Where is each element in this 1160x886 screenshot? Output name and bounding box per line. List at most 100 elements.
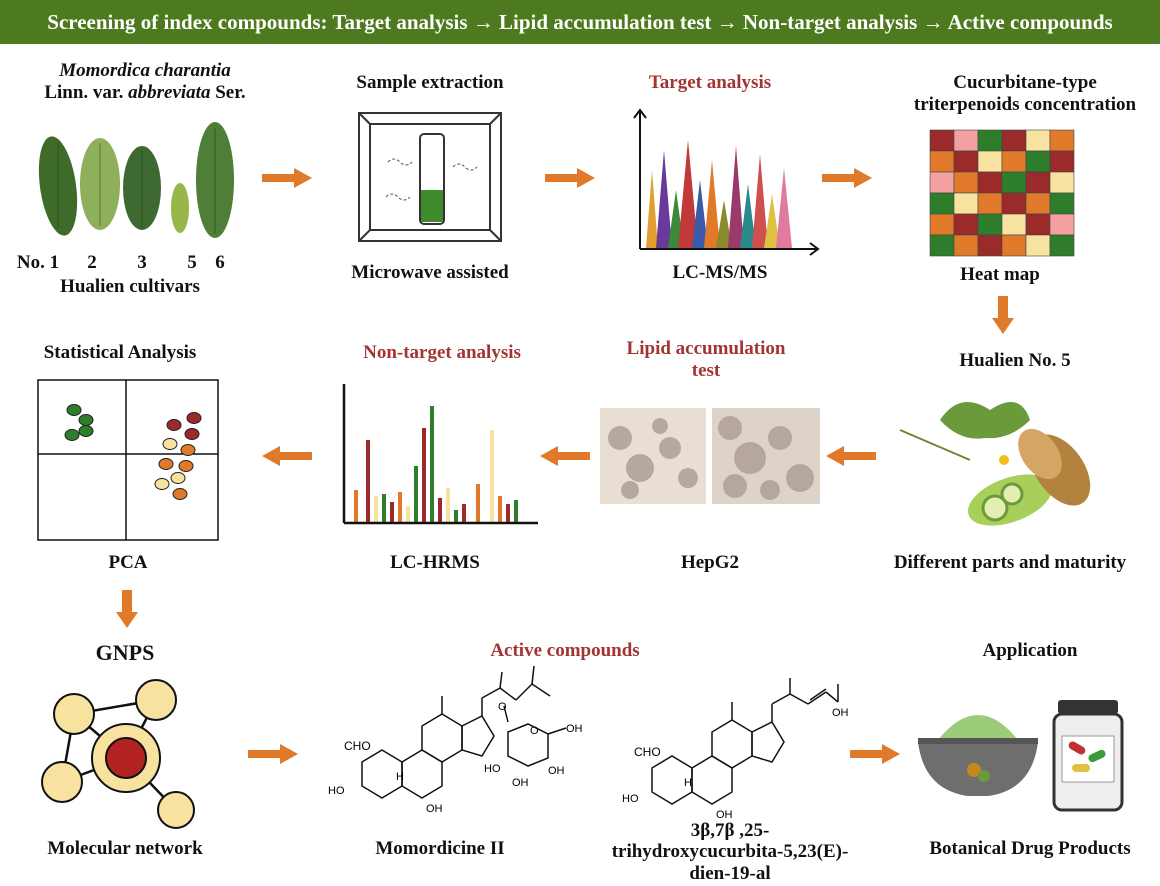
application-caption: Botanical Drug Products bbox=[929, 838, 1131, 859]
heatmap-cell bbox=[1001, 213, 1027, 236]
hualien5-title: Hualien No. 5 bbox=[959, 350, 1071, 371]
heatmap-cell bbox=[929, 129, 955, 152]
heatmap-cell bbox=[1025, 192, 1051, 215]
momordicine-ii-structure: CHO H HO OH O O OH HO OH OH bbox=[328, 665, 583, 815]
heatmap-cell bbox=[929, 213, 955, 236]
heatmap-cell bbox=[977, 192, 1003, 215]
hepg2-cell-images bbox=[600, 408, 820, 504]
heatmap-caption: Heat map bbox=[960, 264, 1040, 285]
heatmap-cell bbox=[1001, 234, 1027, 257]
gnps-title: GNPS bbox=[95, 640, 155, 665]
heatmap-cell bbox=[977, 234, 1003, 257]
arrow-right-icon bbox=[248, 744, 298, 764]
cultivar-number-5: 5 bbox=[187, 252, 197, 273]
arrow-down-icon bbox=[116, 590, 138, 628]
heatmap-cell bbox=[929, 192, 955, 215]
heatmap-cell bbox=[953, 213, 979, 236]
nontarget-title: Non-target analysis bbox=[363, 342, 521, 363]
microwave-extraction-icon bbox=[358, 112, 502, 242]
lipid-caption: HepG2 bbox=[680, 552, 740, 573]
heat-map-grid bbox=[929, 129, 1075, 257]
heatmap-cell bbox=[977, 150, 1003, 173]
chromatogram-peaks bbox=[646, 140, 792, 248]
compound1-name: Momordicine II bbox=[375, 838, 505, 859]
arrow-right-icon bbox=[850, 744, 900, 764]
compound1-label-o: O bbox=[498, 701, 507, 713]
heatmap-cell bbox=[1025, 150, 1051, 173]
compound1-label-oh-4: OH bbox=[548, 765, 565, 777]
compound1-label-ho: HO bbox=[328, 785, 345, 797]
lc-hrms-spectrum bbox=[342, 384, 538, 525]
heatmap-cell bbox=[1001, 171, 1027, 194]
compound1-label-cho: CHO bbox=[344, 739, 371, 753]
cultivar-number-2: 2 bbox=[87, 252, 97, 273]
heatmap-cell bbox=[953, 150, 979, 173]
arrow-right-icon bbox=[262, 168, 312, 188]
nontarget-caption: LC-HRMS bbox=[390, 552, 480, 573]
molecular-network-diagram bbox=[41, 679, 195, 829]
extraction-caption: Microwave assisted bbox=[351, 262, 509, 283]
heatmap-cell bbox=[1001, 129, 1027, 152]
pca-score-plot bbox=[37, 379, 219, 541]
heatmap-cell bbox=[953, 129, 979, 152]
species-variety: Linn. var. abbreviata Ser. bbox=[44, 82, 246, 104]
spectrum-bars bbox=[354, 406, 518, 522]
hualien5-caption: Different parts and maturity bbox=[893, 552, 1127, 573]
arrow-left-icon bbox=[826, 446, 876, 466]
compound1-label-oh: OH bbox=[426, 803, 443, 815]
compound1-label-oh-2: OH bbox=[566, 723, 583, 735]
heatmap-cell bbox=[929, 234, 955, 257]
cultivars-caption: Hualien cultivars bbox=[60, 276, 200, 297]
heatmap-cell bbox=[953, 234, 979, 257]
compound1-label-ho-2: HO bbox=[484, 763, 501, 775]
heatmap-cell bbox=[977, 213, 1003, 236]
compound2-label-ho: HO bbox=[622, 793, 639, 805]
active-compounds-title: Active compounds bbox=[490, 640, 640, 661]
compound2-label-oh-2: OH bbox=[832, 707, 849, 719]
compound2-label-oh: OH bbox=[716, 809, 733, 821]
gnps-caption: Molecular network bbox=[47, 838, 203, 859]
compound2-label-cho: CHO bbox=[634, 745, 661, 759]
compound1-label-ring-o: O bbox=[530, 725, 539, 737]
lc-ms-chromatogram bbox=[633, 108, 820, 256]
arrow-left-icon bbox=[262, 446, 312, 466]
title-banner: Screening of index compounds: Target ana… bbox=[0, 0, 1160, 44]
bitter-gourd-parts-illustration bbox=[899, 402, 1091, 526]
pca-points bbox=[64, 404, 202, 500]
heatmap-cell bbox=[977, 171, 1003, 194]
bitter-gourd-cultivars-illustration bbox=[38, 122, 234, 238]
heatmap-cell bbox=[929, 150, 955, 173]
heatmap-cell bbox=[1049, 213, 1075, 236]
arrow-left-icon bbox=[540, 446, 590, 466]
compound1-label-h: H bbox=[396, 771, 404, 783]
heatmap-cell bbox=[1001, 192, 1027, 215]
cultivar-number-1: No. 1 bbox=[16, 252, 60, 273]
extraction-title: Sample extraction bbox=[356, 72, 504, 93]
stats-title: Statistical Analysis bbox=[43, 342, 197, 363]
heatmap-cell bbox=[953, 171, 979, 194]
heatmap-cell bbox=[1049, 171, 1075, 194]
heatmap-cell bbox=[1025, 234, 1051, 257]
target-caption: LC-MS/MS bbox=[672, 262, 768, 283]
botanical-products-illustration bbox=[918, 700, 1124, 812]
compound2-label-h: H bbox=[684, 777, 692, 789]
cultivar-number-6: 6 bbox=[215, 252, 225, 273]
heatmap-cell bbox=[1025, 171, 1051, 194]
application-title: Application bbox=[982, 640, 1078, 661]
arrow-down-icon bbox=[992, 296, 1014, 334]
heatmap-cell bbox=[929, 171, 955, 194]
species-title: Momordica charantia Linn. var. abbreviat… bbox=[20, 60, 270, 105]
heatmap-cell bbox=[953, 192, 979, 215]
cultivar-number-3: 3 bbox=[137, 252, 147, 273]
heatmap-cell bbox=[977, 129, 1003, 152]
stats-caption: PCA bbox=[108, 552, 148, 573]
banner-text: Screening of index compounds: Target ana… bbox=[47, 9, 1113, 34]
heatmap-cell bbox=[1049, 234, 1075, 257]
heatmap-cell bbox=[1049, 129, 1075, 152]
compound2-name: 3β,7β ,25-trihydroxycucurbita-5,23(E)-di… bbox=[611, 820, 849, 884]
heatmap-cell bbox=[1025, 213, 1051, 236]
heatmap-cell bbox=[1049, 150, 1075, 173]
arrow-right-icon bbox=[822, 168, 872, 188]
